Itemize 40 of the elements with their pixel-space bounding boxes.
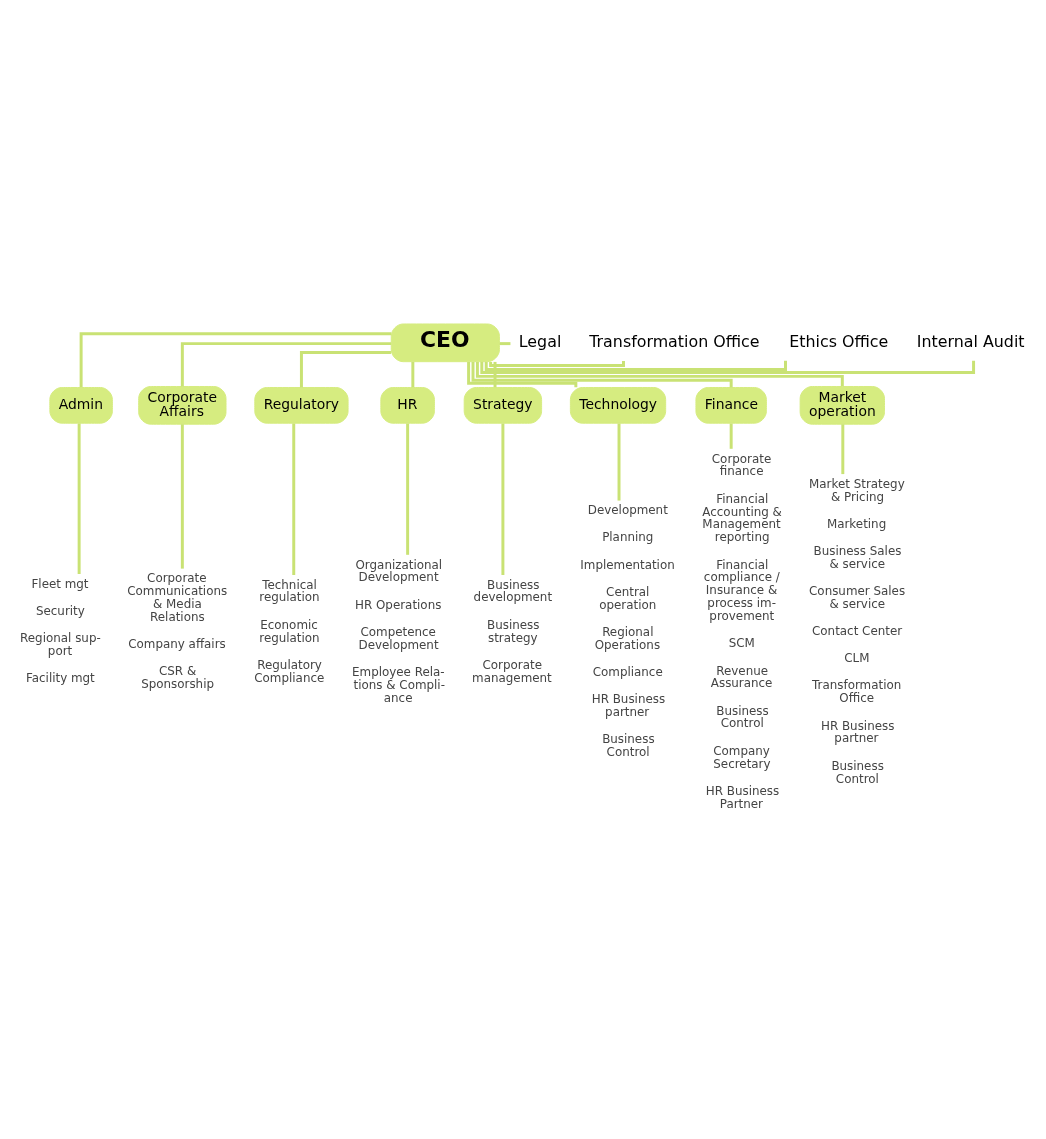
connector bbox=[475, 361, 844, 387]
connector bbox=[299, 351, 391, 388]
connector bbox=[406, 423, 410, 555]
connector bbox=[501, 423, 505, 575]
node-box: Market operation bbox=[799, 386, 885, 425]
node-text: Corporate Communications & Media Relations Company affairs CSR & Sponsorship bbox=[127, 571, 228, 692]
node-text: Market Strategy & Pricing Marketing Business Sales & service Consumer Sales & service Contact Center CLM Transformation Office HR Business partner Business Control bbox=[809, 476, 906, 786]
node-text: Ethics Office bbox=[789, 331, 889, 351]
connector bbox=[79, 332, 392, 388]
connector bbox=[180, 424, 184, 569]
node-text: Business development Business strategy Corporate management bbox=[472, 577, 553, 685]
node-box: Strategy bbox=[463, 387, 543, 424]
connector bbox=[467, 362, 578, 388]
node-text: Development Planning Implementation Central operation Regional Operations Compliance HR Business partner Business Control bbox=[580, 503, 675, 760]
connector bbox=[617, 423, 621, 501]
connector bbox=[493, 361, 497, 388]
node-box: Regulatory bbox=[254, 387, 349, 424]
connector bbox=[292, 423, 296, 575]
node-text: Organizational Development HR Operations Competence Development Employee Rela- tions & Compli- ance bbox=[352, 557, 445, 705]
node-text: Fleet mgt Security Regional sup- port Facility mgt bbox=[20, 576, 101, 686]
node-box: CEO bbox=[390, 323, 500, 363]
node-text: Transformation Office bbox=[589, 331, 760, 351]
connector bbox=[729, 423, 733, 449]
connector bbox=[489, 361, 625, 367]
node-box: Technology bbox=[569, 387, 667, 424]
node-text: Legal bbox=[518, 331, 562, 351]
connector bbox=[484, 360, 787, 371]
connector bbox=[411, 361, 415, 388]
node-box: Corporate Affairs bbox=[138, 386, 227, 425]
node-box: Admin bbox=[49, 387, 113, 424]
connector bbox=[499, 342, 511, 346]
node-box: HR bbox=[380, 387, 435, 424]
connector bbox=[180, 342, 392, 387]
node-text: Technical regulation Economic regulation Regulatory Compliance bbox=[254, 577, 325, 685]
connector bbox=[841, 424, 845, 475]
node-text: Corporate finance Financial Accounting & Management reporting Financial compliance / Insurance & process im- provement SCM Revenue Assurance Business Control Company Secretary HR Business Partner bbox=[702, 451, 782, 811]
connector bbox=[77, 423, 81, 575]
node-text: Internal Audit bbox=[916, 331, 1025, 351]
connector bbox=[471, 362, 733, 388]
node-box: Finance bbox=[695, 387, 767, 424]
